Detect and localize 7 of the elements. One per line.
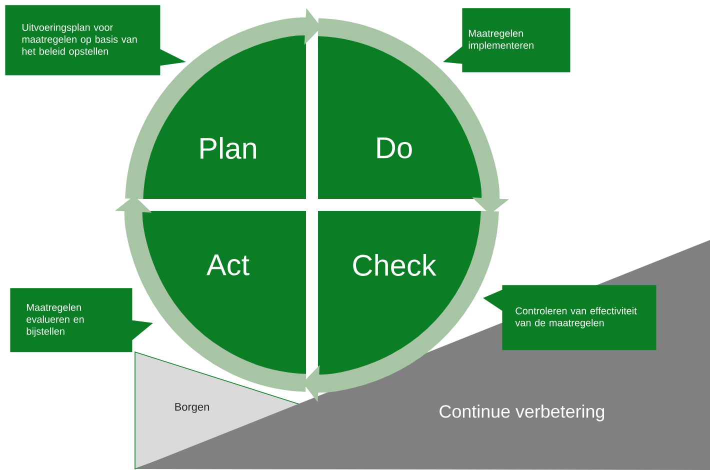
callout-box: Maatregelen evalueren en bijstellen <box>10 288 153 352</box>
quadrant-sector: Plan <box>141 34 306 199</box>
callout-box: Maatregelen implementeren <box>443 8 570 72</box>
callout-box: Uitvoeringsplan voor maatregelen op basis van het beleid opstellen <box>5 5 186 76</box>
callout-box: Controleren van effectiviteit van de maatregelen <box>483 285 656 350</box>
quadrant-sector: Act <box>141 210 306 376</box>
quadrant-sector: Check <box>318 210 483 376</box>
